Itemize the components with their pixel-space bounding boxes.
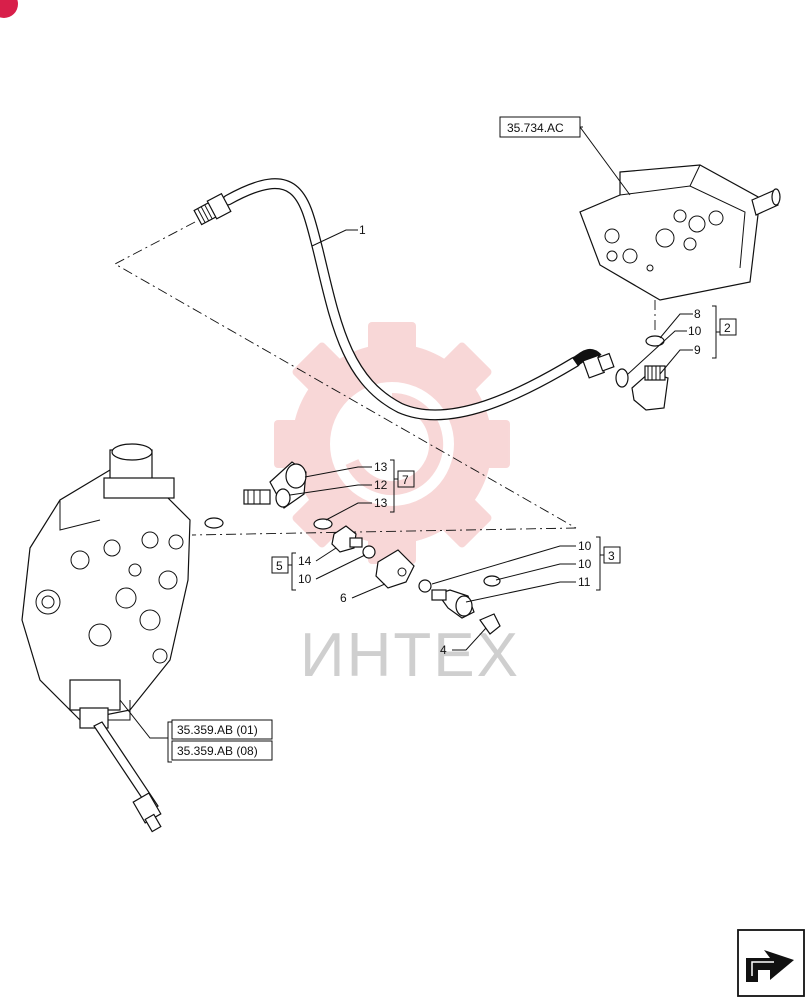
centerline-2 — [191, 527, 577, 536]
group-label-3[interactable]: 3 — [608, 549, 615, 563]
callout-14[interactable]: 14 — [298, 554, 312, 568]
callout-12[interactable]: 12 — [374, 478, 388, 492]
callout-11[interactable]: 11 — [578, 575, 591, 589]
next-page-arrow-icon[interactable] — [737, 929, 805, 997]
ref-35-359-ab-08[interactable]: 35.359.AB (08) — [177, 744, 258, 758]
group-2-parts — [615, 335, 669, 411]
ref-box-bottom-2[interactable] — [171, 740, 273, 761]
callout-10-group5[interactable]: 10 — [298, 572, 312, 586]
group-5-parts — [331, 525, 376, 559]
callout-6[interactable]: 6 — [340, 591, 347, 605]
group-label-5[interactable]: 5 — [276, 559, 283, 573]
group-box-2[interactable] — [719, 318, 737, 336]
part-6-adapter — [375, 549, 415, 589]
group-box-7[interactable] — [397, 470, 415, 488]
watermark-text: ИНТЕХ — [300, 621, 520, 690]
corner-badge — [0, 0, 18, 18]
callout-8[interactable]: 8 — [694, 307, 701, 321]
ref-box-bottom-1[interactable] — [171, 719, 273, 740]
callout-4[interactable]: 4 — [440, 643, 447, 657]
watermark-gear-icon — [274, 322, 510, 564]
ref-35-734-ac[interactable]: 35.734.AC — [507, 121, 564, 135]
callout-13-top[interactable]: 13 — [374, 460, 388, 474]
callout-10-group3-mid[interactable]: 10 — [578, 557, 592, 571]
group-box-3[interactable] — [603, 546, 621, 564]
group-box-5[interactable] — [271, 556, 289, 574]
control-valve — [21, 443, 191, 833]
hose-assembly — [193, 178, 615, 421]
callout-9[interactable]: 9 — [694, 343, 701, 357]
callout-10-group3-top[interactable]: 10 — [578, 539, 592, 553]
callout-1[interactable]: 1 — [359, 223, 366, 237]
group-label-7[interactable]: 7 — [402, 473, 409, 487]
ref-35-359-ab-01[interactable]: 35.359.AB (01) — [177, 723, 258, 737]
leader-lines — [119, 229, 693, 739]
callout-10-group2[interactable]: 10 — [688, 324, 702, 338]
centerline-1 — [114, 221, 577, 529]
group-3-parts — [418, 575, 501, 635]
group-label-2[interactable]: 2 — [724, 321, 731, 335]
valve-block — [579, 164, 781, 301]
group-7-parts — [204, 461, 333, 530]
callout-13-bottom[interactable]: 13 — [374, 496, 388, 510]
